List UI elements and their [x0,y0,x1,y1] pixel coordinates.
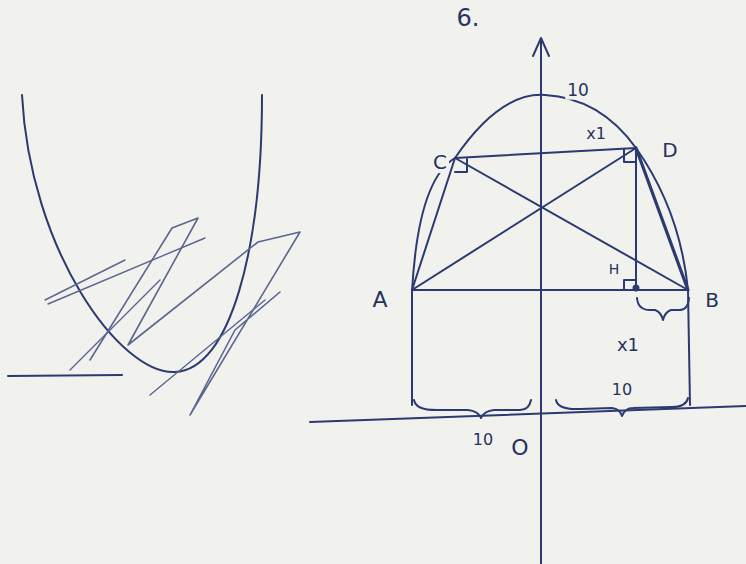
point-label: H [607,262,622,277]
point-label: x1 [584,125,608,143]
scribble [45,238,265,395]
x-axis [310,406,746,422]
point-label: 10 [565,81,591,100]
point-label: O [509,436,530,460]
point-label: x1 [615,335,641,355]
segment-db [636,148,688,290]
right-angle-mark [455,159,467,172]
y-axis [540,40,542,564]
brace [556,398,688,416]
axis-arrow [533,38,549,56]
point-label: C [431,151,449,173]
point-label: 10 [610,381,634,399]
point [634,286,639,291]
brace [637,298,689,320]
height-dh [635,148,637,288]
arch-curve [412,95,688,292]
right-angle-mark [624,149,636,162]
parabola-doodle [22,95,262,372]
brace [414,400,531,418]
segment-cd [455,148,636,158]
segment-ab [412,289,688,291]
point-label: 6. [455,5,482,31]
base-line [8,375,122,376]
side-line [412,290,690,405]
point-label: B [703,289,721,311]
segment-ac [412,158,455,290]
point-label: A [370,288,389,312]
point-label: D [660,139,679,161]
point-label: 10 [471,431,495,449]
scribble [90,218,300,415]
diagonal [412,148,688,290]
